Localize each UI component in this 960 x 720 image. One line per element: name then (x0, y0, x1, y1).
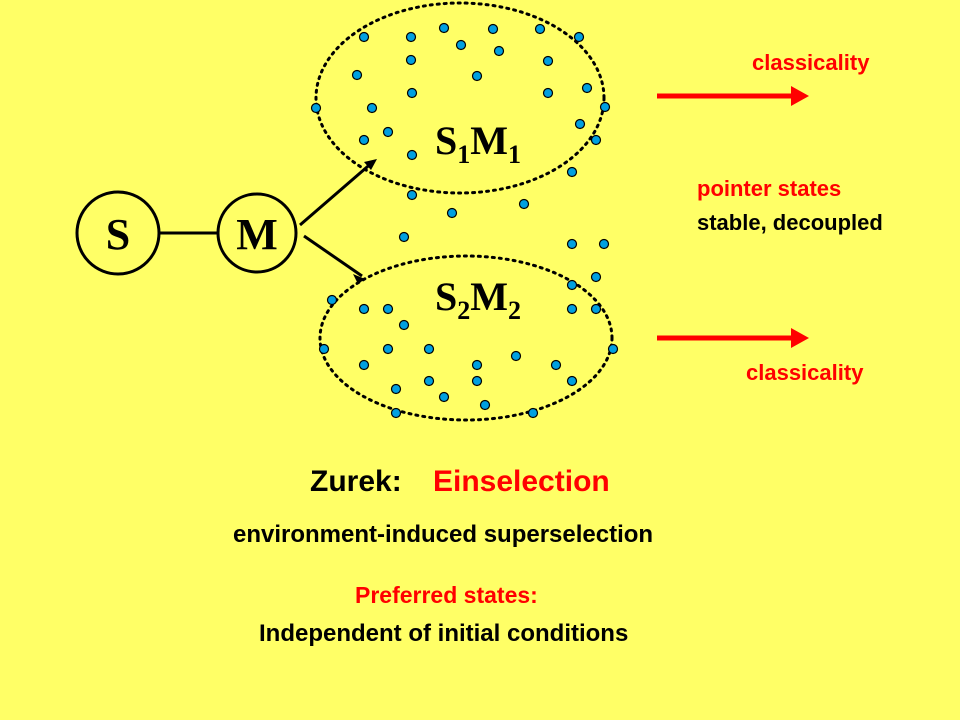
classicality-label-top: classicality (752, 50, 870, 75)
environment-dot (423, 343, 435, 355)
environment-dot (581, 82, 593, 94)
environment-dot (390, 383, 402, 395)
classicality-label-bottom: classicality (746, 360, 864, 385)
superselection-label: environment-induced superselection (233, 521, 654, 548)
meter-node-label: M (236, 210, 278, 259)
environment-dot (566, 279, 578, 291)
environment-dot (527, 407, 539, 419)
lower-environment-ellipse (318, 254, 614, 422)
environment-dot (390, 407, 402, 419)
environment-dot (310, 102, 322, 114)
pointer-states-label: pointer states (697, 176, 842, 201)
branch-label-lower: S2M2 (435, 274, 522, 325)
environment-dot (398, 231, 410, 243)
environment-dot (446, 207, 458, 219)
environment-dot (479, 399, 491, 411)
environment-dot (573, 31, 585, 43)
environment-dot (398, 319, 410, 331)
environment-dot (351, 69, 363, 81)
environment-dot (455, 39, 467, 51)
environment-dot (518, 198, 530, 210)
zurek-label: Zurek: (310, 465, 402, 498)
branch-arrowhead-lower (353, 274, 365, 284)
environment-dot (542, 55, 554, 67)
environment-dot (358, 303, 370, 315)
stable-decoupled-label: stable, decoupled (697, 210, 883, 235)
environment-dot (574, 118, 586, 130)
environment-dot (382, 303, 394, 315)
branch-arrow-lower (303, 234, 363, 278)
environment-dot (471, 375, 483, 387)
branch-arrowhead-upper (364, 159, 377, 170)
meter-node-circle (216, 192, 298, 274)
environment-dot (405, 54, 417, 66)
environment-dot (382, 343, 394, 355)
preferred-states-label: Preferred states: (355, 582, 538, 608)
environment-dot (471, 359, 483, 371)
environment-dot (358, 359, 370, 371)
environment-dot (326, 294, 338, 306)
environment-dot (510, 350, 522, 362)
environment-dot (590, 134, 602, 146)
environment-dot (566, 166, 578, 178)
branch-label-upper: S1M1 (435, 118, 522, 169)
environment-dot (366, 102, 378, 114)
environment-dots (310, 22, 619, 419)
environment-dot (599, 101, 611, 113)
classicality-arrowhead-bottom (791, 328, 809, 348)
environment-dot (493, 45, 505, 57)
environment-dot (358, 134, 370, 146)
environment-dot (566, 375, 578, 387)
environment-dot (423, 375, 435, 387)
system-node-label: S (105, 210, 131, 259)
einselection-label: Einselection (433, 465, 610, 498)
environment-dot (566, 238, 578, 250)
environment-dot (590, 303, 602, 315)
environment-dot (438, 22, 450, 34)
branch-arrow-upper (299, 159, 375, 227)
environment-dot (534, 23, 546, 35)
environment-dot (358, 31, 370, 43)
environment-dot (406, 87, 418, 99)
environment-dot (590, 271, 602, 283)
upper-environment-ellipse (314, 1, 606, 195)
environment-dot (382, 126, 394, 138)
independent-label: Independent of initial conditions (259, 620, 629, 647)
environment-dot (542, 87, 554, 99)
environment-dot (607, 343, 619, 355)
environment-dot (550, 359, 562, 371)
classicality-arrowhead-top (791, 86, 809, 106)
environment-dot (471, 70, 483, 82)
environment-dot (566, 303, 578, 315)
environment-dot (487, 23, 499, 35)
environment-dot (598, 238, 610, 250)
environment-dot (438, 391, 450, 403)
environment-dot (406, 189, 418, 201)
environment-dot (406, 149, 418, 161)
environment-dot (405, 31, 417, 43)
environment-dot (318, 343, 330, 355)
